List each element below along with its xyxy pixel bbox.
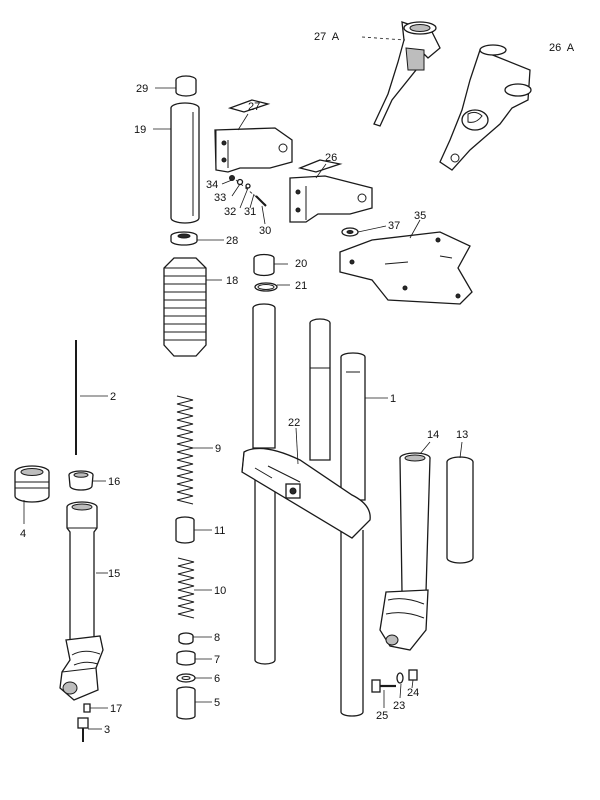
ring-nut-4 bbox=[14, 465, 50, 503]
slider-14 bbox=[379, 452, 431, 651]
nut-24 bbox=[408, 669, 418, 681]
label-32: 32 bbox=[224, 206, 236, 218]
label-21: 21 bbox=[295, 280, 307, 292]
label-8: 8 bbox=[214, 632, 220, 644]
stanchions-1 bbox=[252, 303, 366, 717]
washer-6 bbox=[176, 673, 196, 683]
label-19: 19 bbox=[134, 124, 146, 136]
label-18: 18 bbox=[226, 275, 238, 287]
label-1: 1 bbox=[390, 393, 396, 405]
label-6: 6 bbox=[214, 673, 220, 685]
label-10: 10 bbox=[214, 585, 226, 597]
bracket-27 bbox=[214, 99, 293, 173]
sleeve-11 bbox=[175, 516, 195, 544]
bolt-3 bbox=[77, 717, 89, 742]
label-5: 5 bbox=[214, 697, 220, 709]
label-31: 31 bbox=[244, 206, 256, 218]
clamp-22 bbox=[241, 447, 371, 539]
top-cap-20 bbox=[253, 253, 275, 277]
plate-35 bbox=[339, 231, 473, 305]
label-24: 24 bbox=[407, 687, 419, 699]
label-34: 34 bbox=[206, 179, 218, 191]
bracket-26a bbox=[439, 44, 532, 171]
label-29: 29 bbox=[136, 83, 148, 95]
nut-29 bbox=[175, 75, 197, 97]
damper-5 bbox=[176, 686, 196, 720]
tube-13 bbox=[446, 456, 474, 564]
label-26: 26 bbox=[325, 152, 337, 164]
label-27: 27 bbox=[248, 101, 260, 113]
label-30: 30 bbox=[259, 225, 271, 237]
bush-7 bbox=[176, 650, 196, 666]
label-13: 13 bbox=[456, 429, 468, 441]
washer-28 bbox=[170, 231, 198, 246]
gaiter-18 bbox=[163, 257, 207, 357]
label-4: 4 bbox=[20, 528, 26, 540]
spring-9 bbox=[176, 395, 194, 505]
label-17: 17 bbox=[110, 703, 122, 715]
leader-lines bbox=[23, 87, 463, 730]
label-23: 23 bbox=[393, 700, 405, 712]
label-7: 7 bbox=[214, 654, 220, 666]
cap-16 bbox=[68, 470, 94, 491]
bolt-25 bbox=[371, 679, 396, 693]
washer-23 bbox=[396, 672, 404, 684]
oring-21 bbox=[254, 282, 278, 292]
bolt-17 bbox=[83, 703, 91, 713]
label-2: 2 bbox=[110, 391, 116, 403]
callout-labels: 29 19 27 26 34 33 32 31 30 28 18 20 21 3… bbox=[20, 31, 575, 736]
label-14: 14 bbox=[427, 429, 439, 441]
washer-8 bbox=[178, 632, 194, 645]
label-11: 11 bbox=[214, 525, 225, 537]
label-37: 37 bbox=[388, 220, 400, 232]
label-33: 33 bbox=[214, 192, 226, 204]
label-15: 15 bbox=[108, 568, 120, 580]
spring-10 bbox=[177, 556, 195, 622]
hardware-30-34 bbox=[229, 175, 267, 207]
label-35: 35 bbox=[414, 210, 426, 222]
label-3: 3 bbox=[104, 724, 110, 736]
washer-37 bbox=[341, 227, 359, 237]
tube-19 bbox=[170, 102, 200, 224]
label-16: 16 bbox=[108, 476, 120, 488]
label-9: 9 bbox=[215, 443, 221, 455]
label-25: 25 bbox=[376, 710, 388, 722]
bracket-27a bbox=[361, 21, 441, 127]
label-27a: 27 A bbox=[314, 31, 340, 43]
label-26a: 26 A bbox=[549, 42, 575, 54]
fork-leg-15 bbox=[59, 501, 104, 701]
label-22: 22 bbox=[288, 417, 300, 429]
label-28: 28 bbox=[226, 235, 238, 247]
bracket-26 bbox=[289, 159, 373, 223]
label-20: 20 bbox=[295, 258, 307, 270]
